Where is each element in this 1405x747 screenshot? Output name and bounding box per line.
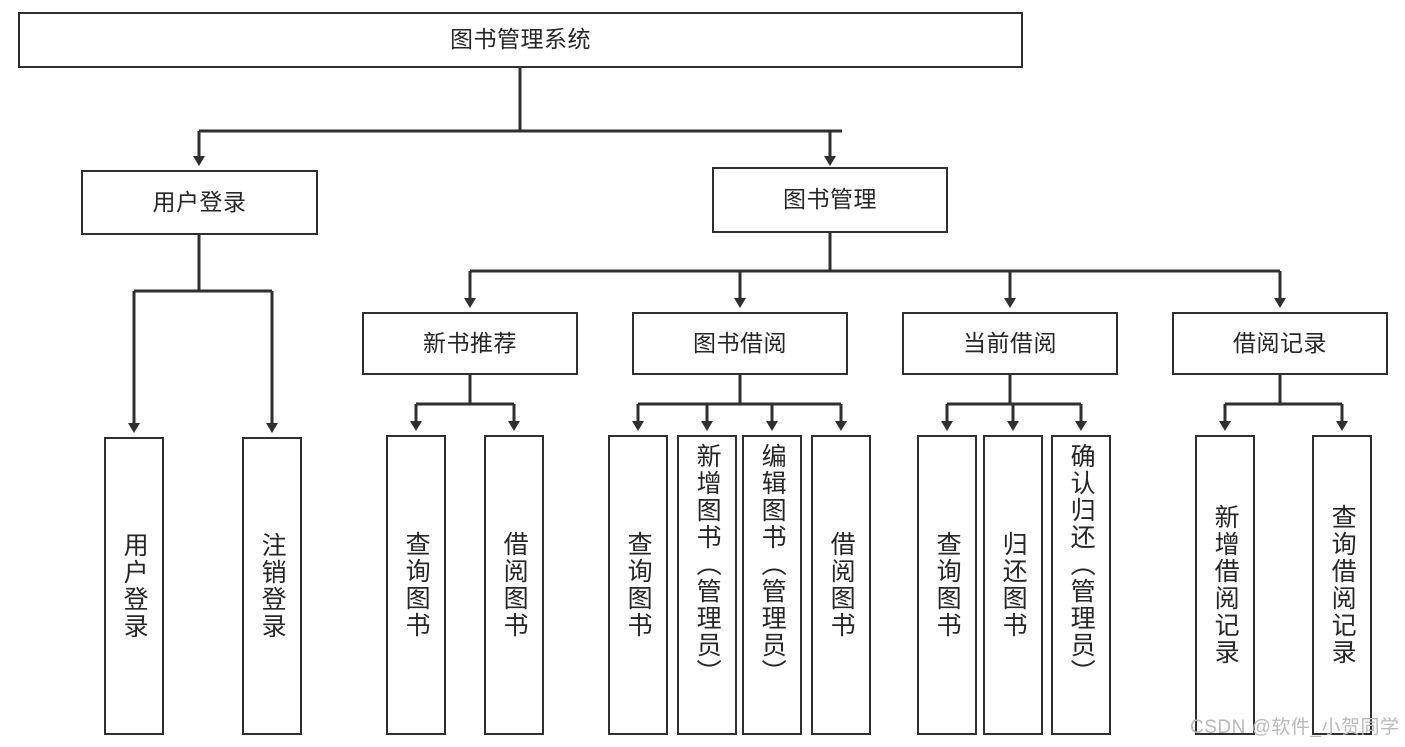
node-book-management[interactable]: 图书管理 — [712, 167, 948, 233]
leaf-query-book-1-label: 查询图书 — [402, 531, 431, 639]
node-new-book-recommend[interactable]: 新书推荐 — [362, 312, 578, 375]
leaf-add-book-label: 新增图书（管理员） — [693, 443, 722, 686]
leaf-logout-login[interactable]: 注销登录 — [242, 437, 302, 735]
leaf-borrow-book-1[interactable]: 借阅图书 — [484, 435, 544, 735]
leaf-borrow-book-2-label: 借阅图书 — [827, 531, 856, 639]
leaf-return-book-label: 归还图书 — [999, 531, 1028, 639]
leaf-add-book[interactable]: 新增图书（管理员） — [677, 435, 737, 735]
leaf-borrow-book-2[interactable]: 借阅图书 — [811, 435, 871, 735]
leaf-user-login-label: 用户登录 — [120, 532, 149, 640]
leaf-return-book[interactable]: 归还图书 — [983, 435, 1043, 735]
csdn-watermark: CSDN @软件_小贺同学 — [1190, 717, 1400, 738]
leaf-query-book-2[interactable]: 查询图书 — [608, 435, 668, 735]
node-new-book-recommend-label: 新书推荐 — [423, 329, 517, 356]
leaf-borrow-book-1-label: 借阅图书 — [500, 531, 529, 639]
node-current-borrow[interactable]: 当前借阅 — [902, 312, 1118, 375]
leaf-confirm-return-label: 确认归还（管理员） — [1067, 443, 1096, 686]
node-book-borrow[interactable]: 图书借阅 — [632, 312, 848, 375]
leaf-add-record[interactable]: 新增借阅记录 — [1195, 435, 1255, 735]
node-user-login-label: 用户登录 — [152, 188, 247, 215]
leaf-edit-book-label: 编辑图书（管理员） — [758, 443, 787, 686]
node-root-label: 图书管理系统 — [450, 26, 591, 53]
node-book-management-label: 图书管理 — [783, 186, 877, 213]
node-borrow-record-label: 借阅记录 — [1233, 329, 1327, 356]
node-book-borrow-label: 图书借阅 — [693, 329, 787, 356]
node-user-login[interactable]: 用户登录 — [81, 170, 318, 235]
leaf-query-book-2-label: 查询图书 — [624, 531, 653, 639]
leaf-add-record-label: 新增借阅记录 — [1211, 504, 1240, 666]
leaf-logout-login-label: 注销登录 — [258, 532, 287, 640]
leaf-query-book-1[interactable]: 查询图书 — [386, 435, 446, 735]
node-current-borrow-label: 当前借阅 — [963, 329, 1057, 356]
node-borrow-record[interactable]: 借阅记录 — [1172, 312, 1388, 375]
leaf-user-login[interactable]: 用户登录 — [104, 437, 164, 735]
leaf-confirm-return[interactable]: 确认归还（管理员） — [1051, 435, 1111, 735]
leaf-query-record[interactable]: 查询借阅记录 — [1312, 435, 1372, 735]
leaf-query-book-3[interactable]: 查询图书 — [917, 435, 977, 735]
leaf-query-book-3-label: 查询图书 — [933, 531, 962, 639]
leaf-edit-book[interactable]: 编辑图书（管理员） — [742, 435, 802, 735]
leaf-query-record-label: 查询借阅记录 — [1328, 504, 1357, 666]
node-root[interactable]: 图书管理系统 — [18, 12, 1023, 68]
